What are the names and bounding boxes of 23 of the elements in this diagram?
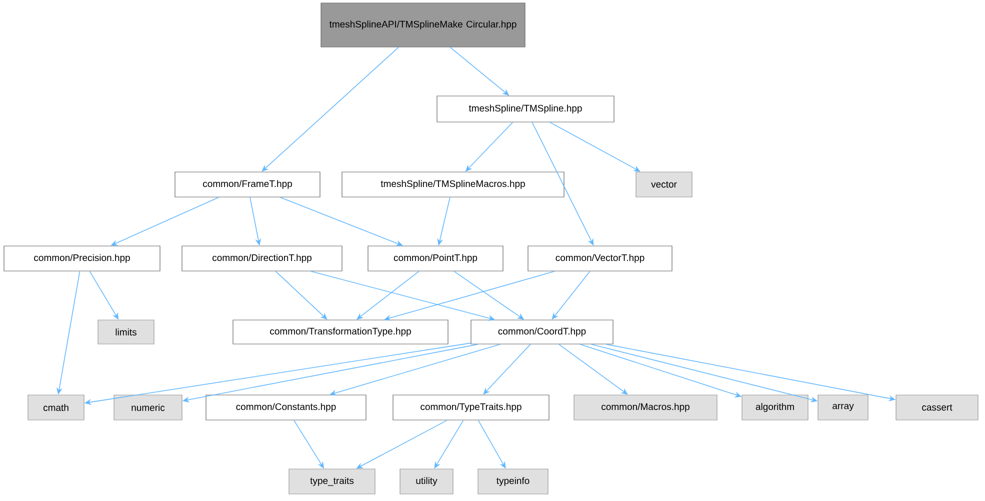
header-box: numeric: [114, 394, 182, 420]
header-box: type_traits: [288, 468, 376, 494]
file-box: tmeshSpline/TMSplineMacros.hpp: [342, 172, 564, 198]
header-box: limits: [98, 320, 154, 344]
file-box: common/FrameT.hpp: [174, 172, 320, 198]
header-box: array: [818, 394, 868, 420]
file-box: common/TransformationType.hpp: [232, 320, 448, 344]
file-box: common/PointT.hpp: [368, 246, 504, 272]
header-box: typeinfo: [478, 468, 548, 494]
header-box: common/Macros.hpp: [574, 394, 718, 420]
header-box: cmath: [28, 394, 84, 420]
file-box: common/CoordT.hpp: [470, 320, 614, 344]
header-box: utility: [400, 468, 454, 494]
file-box: tmeshSplineAPI/TMSplineMake Circular.hpp: [320, 2, 526, 48]
file-box: common/DirectionT.hpp: [182, 246, 342, 272]
header-box: cassert: [896, 394, 978, 420]
header-box: vector: [636, 172, 692, 198]
header-box: algorithm: [742, 394, 808, 420]
file-box: common/Precision.hpp: [4, 246, 160, 272]
file-box: common/TypeTraits.hpp: [392, 394, 550, 420]
file-box: common/VectorT.hpp: [528, 246, 672, 272]
file-box: tmeshSpline/TMSpline.hpp: [436, 96, 614, 122]
file-box: common/Constants.hpp: [206, 394, 366, 420]
